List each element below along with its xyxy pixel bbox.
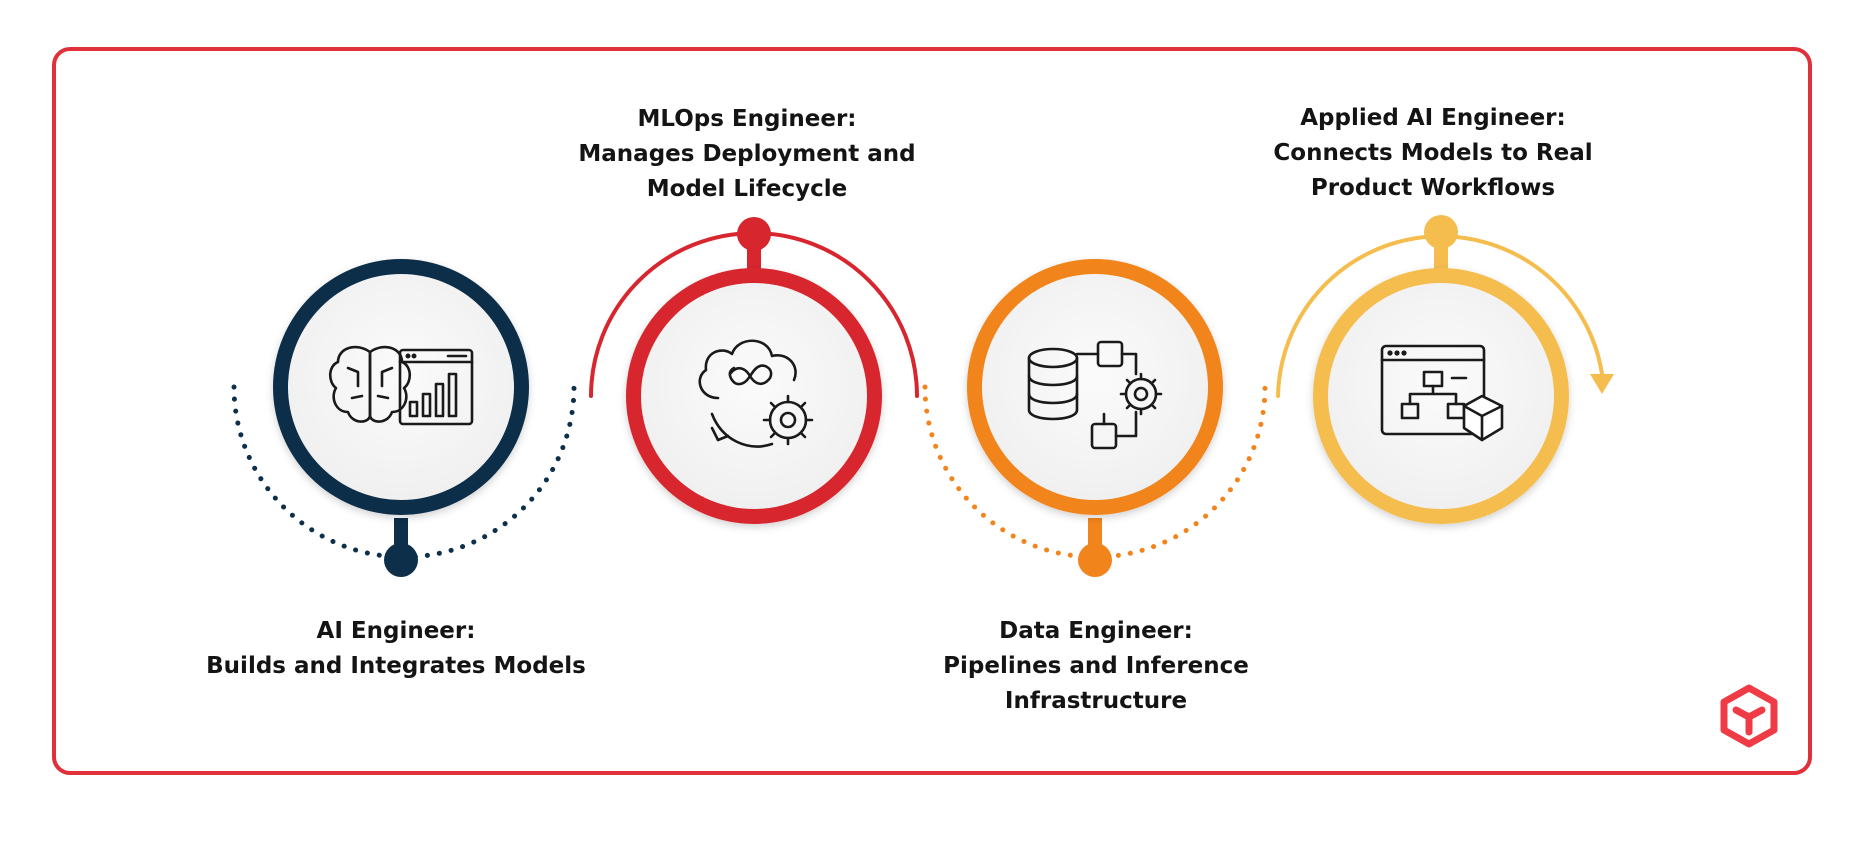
- applied-ai-engineer-label: Applied AI Engineer: Connects Models to …: [1223, 101, 1643, 206]
- mlops-engineer-desc-line-1: Manages Deployment and: [578, 141, 916, 167]
- mlops-engineer-title: MLOps Engineer:: [637, 106, 857, 132]
- applied-inner-disc: [1328, 283, 1554, 509]
- ai-connector-dot: [384, 543, 418, 577]
- applied-ai-engineer-desc-line-2: Product Workflows: [1310, 175, 1556, 201]
- data-engineer-desc-line-2: Infrastructure: [1004, 688, 1188, 714]
- data-connector-dot: [1078, 543, 1112, 577]
- node-data-engineer: [922, 259, 1268, 577]
- ai-engineer-label: AI Engineer: Builds and Integrates Model…: [186, 614, 606, 684]
- data-inner-disc: [982, 274, 1208, 500]
- data-engineer-label: Data Engineer: Pipelines and Inference I…: [886, 614, 1306, 719]
- applied-arrowhead: [1590, 374, 1614, 394]
- cloud-infinity-gear-icon: [698, 339, 814, 448]
- node-mlops-engineer: [589, 217, 919, 524]
- applied-connector-dot: [1424, 215, 1458, 249]
- database-pipeline-gear-icon: [1027, 340, 1163, 450]
- applied-connector-stem: [1434, 244, 1448, 274]
- workflow-window-cube-icon: [1380, 344, 1504, 442]
- mlops-inner-disc: [641, 283, 867, 509]
- data-engineer-title: Data Engineer:: [999, 618, 1193, 644]
- applied-ai-engineer-title: Applied AI Engineer:: [1300, 105, 1566, 131]
- node-applied-ai-engineer: [1276, 215, 1614, 524]
- brain-dashboard-icon: [328, 345, 474, 426]
- ai-engineer-desc-line-1: Builds and Integrates Models: [206, 653, 586, 679]
- mlops-connector-dot: [737, 217, 771, 251]
- mlops-engineer-label: MLOps Engineer: Manages Deployment and M…: [537, 102, 957, 207]
- data-engineer-desc-line-1: Pipelines and Inference: [943, 653, 1249, 679]
- node-ai-engineer: [231, 259, 577, 577]
- cube-logo-icon: [1720, 684, 1778, 748]
- data-connector-stem: [1088, 518, 1102, 548]
- ai-connector-stem: [394, 518, 408, 548]
- ai-engineer-title: AI Engineer:: [316, 618, 476, 644]
- applied-ai-engineer-desc-line-1: Connects Models to Real: [1273, 140, 1593, 166]
- mlops-engineer-desc-line-2: Model Lifecycle: [646, 176, 848, 202]
